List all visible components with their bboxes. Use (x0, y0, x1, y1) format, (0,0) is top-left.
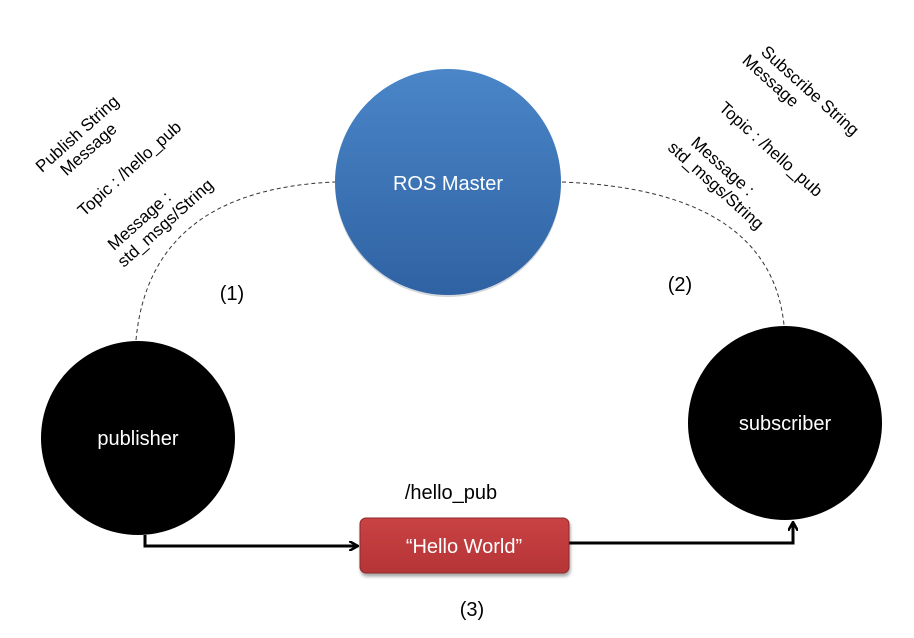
message-box[interactable]: “Hello World” (360, 518, 569, 573)
publish-arrow (145, 535, 357, 546)
step-1-label: (1) (220, 283, 244, 305)
publisher-node[interactable]: publisher (41, 341, 235, 535)
step-2-label: (2) (668, 274, 692, 296)
message-text: “Hello World” (406, 536, 522, 558)
step-3-label: (3) (460, 599, 484, 621)
publisher-label: publisher (97, 428, 179, 450)
subscriber-label: subscriber (739, 413, 832, 435)
subscriber-node[interactable]: subscriber (688, 326, 882, 520)
topic-name: /hello_pub (405, 482, 497, 504)
ros-master-node[interactable]: ROS Master (335, 69, 561, 297)
subscribe-arrow (569, 523, 793, 543)
ros-master-label: ROS Master (393, 173, 503, 195)
